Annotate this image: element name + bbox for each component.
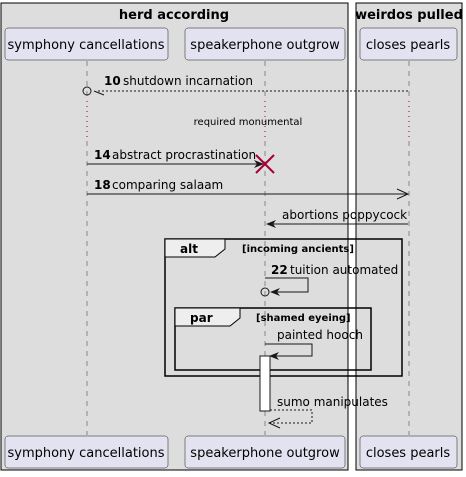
message-22-circle-icon xyxy=(260,287,270,297)
par-fragment-tab xyxy=(174,307,241,327)
participant-symphony-top[interactable] xyxy=(4,27,169,61)
message-painted-line xyxy=(265,343,313,357)
lifeline-gap-p3 xyxy=(406,100,412,140)
participant-closes-top[interactable] xyxy=(359,27,458,61)
alt-fragment-tab xyxy=(164,238,226,258)
message-14-text: abstract procrastination xyxy=(112,148,256,162)
message-painted-text: painted hooch xyxy=(277,328,363,342)
participant-symphony-bottom[interactable] xyxy=(4,435,169,469)
par-fragment xyxy=(174,307,372,371)
participant-speakerphone-top-label: speakerphone outgrow xyxy=(190,38,340,53)
message-22-arrowhead xyxy=(270,288,280,296)
message-14-number: 14 xyxy=(94,148,111,162)
participant-speakerphone-bottom-label: speakerphone outgrow xyxy=(190,446,340,461)
message-14-arrowhead xyxy=(254,160,264,168)
alt-fragment xyxy=(164,238,403,377)
par-fragment-label: par xyxy=(190,311,213,325)
message-10-circle-icon xyxy=(82,86,92,96)
destroy-x-icon xyxy=(255,154,275,174)
message-18-arrowhead xyxy=(396,188,410,200)
participant-speakerphone-top[interactable] xyxy=(184,27,346,61)
participant-symphony-bottom-label: symphony cancellations xyxy=(7,446,164,461)
alt-fragment-label: alt xyxy=(180,242,198,256)
message-sumo-text: sumo manipulates xyxy=(277,395,388,409)
par-fragment-guard: [shamed eyeing] xyxy=(256,313,351,324)
message-10-text: shutdown incarnation xyxy=(123,74,253,88)
message-sumo-line xyxy=(270,409,313,424)
participant-speakerphone-bottom[interactable] xyxy=(184,435,346,469)
activation-bar xyxy=(259,355,271,412)
message-22-text: tuition automated xyxy=(290,263,398,277)
participant-closes-top-label: closes pearls xyxy=(366,38,451,53)
alt-fragment-guard: [incoming ancients] xyxy=(242,244,354,255)
box-weirdos-pulled-title: weirdos pulled xyxy=(355,8,463,23)
box-herd-according xyxy=(0,2,349,471)
message-painted-arrowhead xyxy=(269,352,279,360)
message-abortions-arrowhead xyxy=(266,220,276,228)
box-herd-according-title: herd according xyxy=(119,8,229,23)
message-10-number: 10 xyxy=(104,74,121,88)
participant-symphony-top-label: symphony cancellations xyxy=(7,38,164,53)
lifeline-gap-p1 xyxy=(84,100,90,140)
divider-label: required monumental xyxy=(194,117,303,128)
message-22-number: 22 xyxy=(271,263,288,277)
message-sumo-arrowhead xyxy=(267,417,281,429)
participant-closes-bottom[interactable] xyxy=(359,435,458,469)
message-abortions-text: abortions poppycock xyxy=(282,208,407,222)
message-22-line xyxy=(265,277,309,293)
lifeline-gap-p2 xyxy=(262,100,268,140)
participant-closes-bottom-label: closes pearls xyxy=(366,446,451,461)
message-10-arrowhead xyxy=(93,90,105,96)
message-18-text: comparing salaam xyxy=(112,178,223,192)
message-18-number: 18 xyxy=(94,178,111,192)
